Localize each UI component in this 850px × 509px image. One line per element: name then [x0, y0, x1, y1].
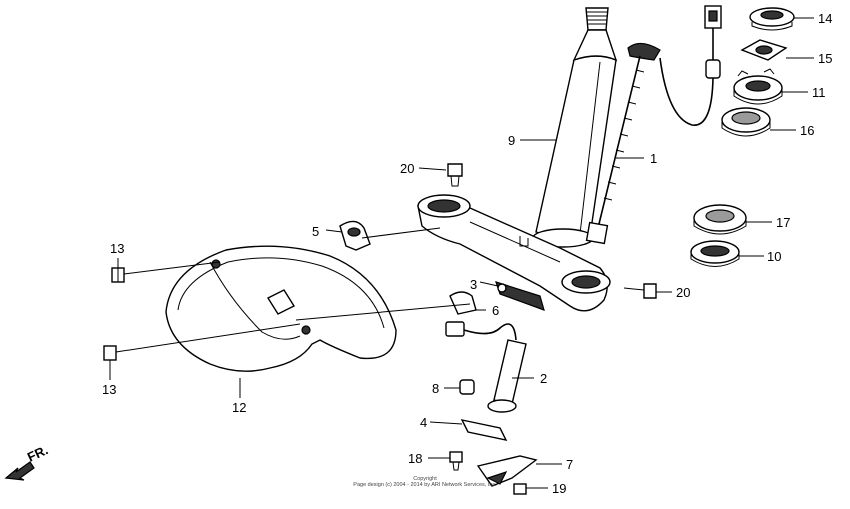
- part-6-clip[interactable]: [449, 291, 477, 315]
- callout-17: 17: [776, 215, 790, 230]
- part-1-cable[interactable]: [585, 42, 661, 245]
- callout-20-upper: 20: [400, 161, 414, 176]
- callout-12: 12: [232, 400, 246, 415]
- part-19-bolt[interactable]: [513, 483, 527, 495]
- callout-6: 6: [492, 303, 499, 318]
- callout-9: 9: [508, 133, 515, 148]
- upper-connector-wire: [659, 5, 722, 126]
- copyright-line-1: Copyright: [413, 476, 437, 482]
- callout-labels: 1 2 3 4 5 6 7 8 9 10 11 12 13 13 14 15 1…: [102, 11, 832, 496]
- part-20-bolt-right[interactable]: [623, 283, 657, 299]
- part-12-cover[interactable]: [165, 245, 397, 372]
- callout-19: 19: [552, 481, 566, 496]
- callout-15: 15: [818, 51, 832, 66]
- callout-4: 4: [420, 415, 427, 430]
- front-arrow-icon: [4, 461, 35, 481]
- callout-14: 14: [818, 11, 832, 26]
- part-15-lock-washer[interactable]: [740, 39, 788, 61]
- part-13-bolt-lower[interactable]: [103, 345, 117, 361]
- callout-7: 7: [566, 457, 573, 472]
- part-8-collar[interactable]: [459, 379, 475, 395]
- part-20-bolt-upper[interactable]: [447, 163, 463, 187]
- part-16-dust-seal[interactable]: [721, 107, 771, 137]
- callout-16: 16: [800, 123, 814, 138]
- part-5-clamp[interactable]: [339, 220, 371, 251]
- copyright-line-2: Page design (c) 2004 - 2014 by ARI Netwo…: [353, 482, 497, 488]
- callout-1: 1: [650, 151, 657, 166]
- part-14-nut[interactable]: [749, 7, 795, 31]
- leader-lines: [109, 17, 814, 489]
- callout-5: 5: [312, 224, 319, 239]
- callout-8: 8: [432, 381, 439, 396]
- part-9-steering-stem[interactable]: [532, 7, 618, 248]
- callout-18: 18: [408, 451, 422, 466]
- callout-2: 2: [540, 371, 547, 386]
- front-label: FR.: [25, 442, 50, 464]
- part-11-adjusting-nut[interactable]: [733, 68, 783, 105]
- part-18-bolt[interactable]: [449, 451, 463, 471]
- part-17-bearing[interactable]: [693, 204, 747, 235]
- callout-11: 11: [812, 85, 826, 100]
- callout-20-right: 20: [676, 285, 690, 300]
- part-4-plate[interactable]: [460, 419, 508, 441]
- part-2-sensor[interactable]: [445, 321, 527, 413]
- part-10-lower-bearing[interactable]: [690, 240, 740, 267]
- bottom-bridge[interactable]: [417, 194, 611, 312]
- callout-13-lower: 13: [102, 382, 116, 397]
- callout-10: 10: [767, 249, 781, 264]
- part-3-bracket[interactable]: [495, 281, 545, 311]
- front-direction-indicator: FR.: [4, 442, 50, 481]
- copyright-notice: Copyright Page design (c) 2004 - 2014 by…: [353, 476, 497, 488]
- part-7-bracket[interactable]: [476, 455, 538, 487]
- callout-13-upper: 13: [110, 241, 124, 256]
- callout-3: 3: [470, 277, 477, 292]
